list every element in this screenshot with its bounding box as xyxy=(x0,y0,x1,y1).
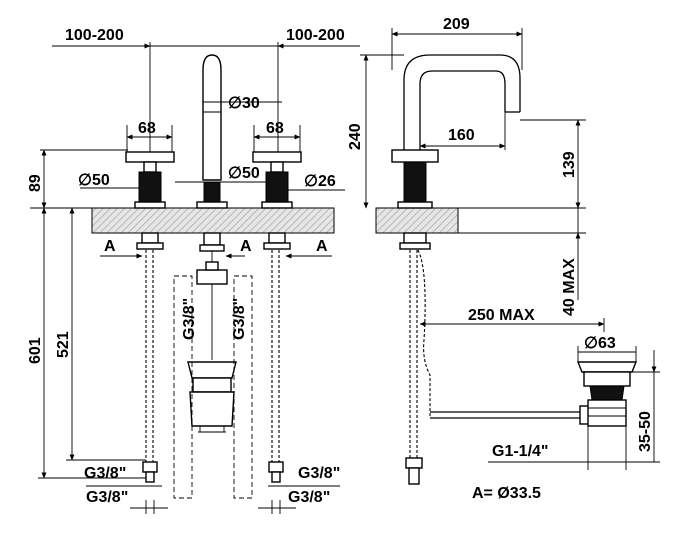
waste-side xyxy=(430,361,638,427)
total-height-label: 601 xyxy=(27,337,44,364)
drain-linkage xyxy=(187,261,237,433)
left-handle: 68 ∅50 xyxy=(78,120,175,483)
spout-reach-label: 160 xyxy=(448,127,475,144)
deck-thickness-label: 40 MAX xyxy=(561,258,578,316)
deck-slab-front xyxy=(91,207,335,234)
legend-text: A= Ø33.5 xyxy=(472,485,541,502)
height-above-deck-label: 89 xyxy=(27,174,44,192)
spacing-right-label: 100-200 xyxy=(286,27,345,44)
spout-side xyxy=(391,54,521,485)
waste-diameter-label: ∅63 xyxy=(584,335,616,352)
drain-envelope-right xyxy=(233,275,253,499)
handle-right-base-label: ∅26 xyxy=(304,173,336,190)
deck-slab-side xyxy=(375,207,459,234)
hose-length-label: 521 xyxy=(55,331,72,358)
thread-right-bottom-label: G3/8" xyxy=(288,489,330,506)
spacing-dimension: 100-200 100-200 xyxy=(52,27,360,155)
spout-diameter-label: ∅30 xyxy=(228,95,260,112)
right-handle: 68 ∅26 xyxy=(252,120,345,483)
handle-left-width-label: 68 xyxy=(138,120,156,137)
waste-thread-label: G1-1/4" xyxy=(492,443,549,460)
spacing-left-label: 100-200 xyxy=(65,27,124,44)
section-left-label: A xyxy=(104,238,116,255)
thread-left-hose-label: G3/8" xyxy=(84,465,126,482)
side-view: 209 240 160 139 40 MAX 250 MAX xyxy=(347,16,660,502)
spout-front xyxy=(196,54,228,268)
handle-right-width-label: 68 xyxy=(266,120,284,137)
section-center-label: A xyxy=(240,238,252,255)
section-right-label: A xyxy=(316,238,328,255)
thread-left-bottom-label: G3/8" xyxy=(86,489,128,506)
handle-left-base-label: ∅50 xyxy=(78,172,110,189)
spout-clearance-label: 139 xyxy=(561,151,578,178)
rod-length-label: 250 MAX xyxy=(468,307,535,324)
height-dimensions: 89 601 521 xyxy=(27,149,146,479)
thread-right-hose-label: G3/8" xyxy=(298,465,340,482)
spout-reach-total-label: 209 xyxy=(443,16,470,33)
spout-base-diameter-label: ∅50 xyxy=(228,165,260,182)
thread-left-drain-label: G3/8" xyxy=(181,298,198,340)
thread-right-drain-label: G3/8" xyxy=(231,298,248,340)
spout-height-label: 240 xyxy=(347,123,364,150)
waste-range-label: 35-50 xyxy=(637,411,654,452)
drain-envelope-left xyxy=(173,275,193,499)
front-view: 100-200 100-200 ∅30 ∅50 68 xyxy=(27,27,360,514)
